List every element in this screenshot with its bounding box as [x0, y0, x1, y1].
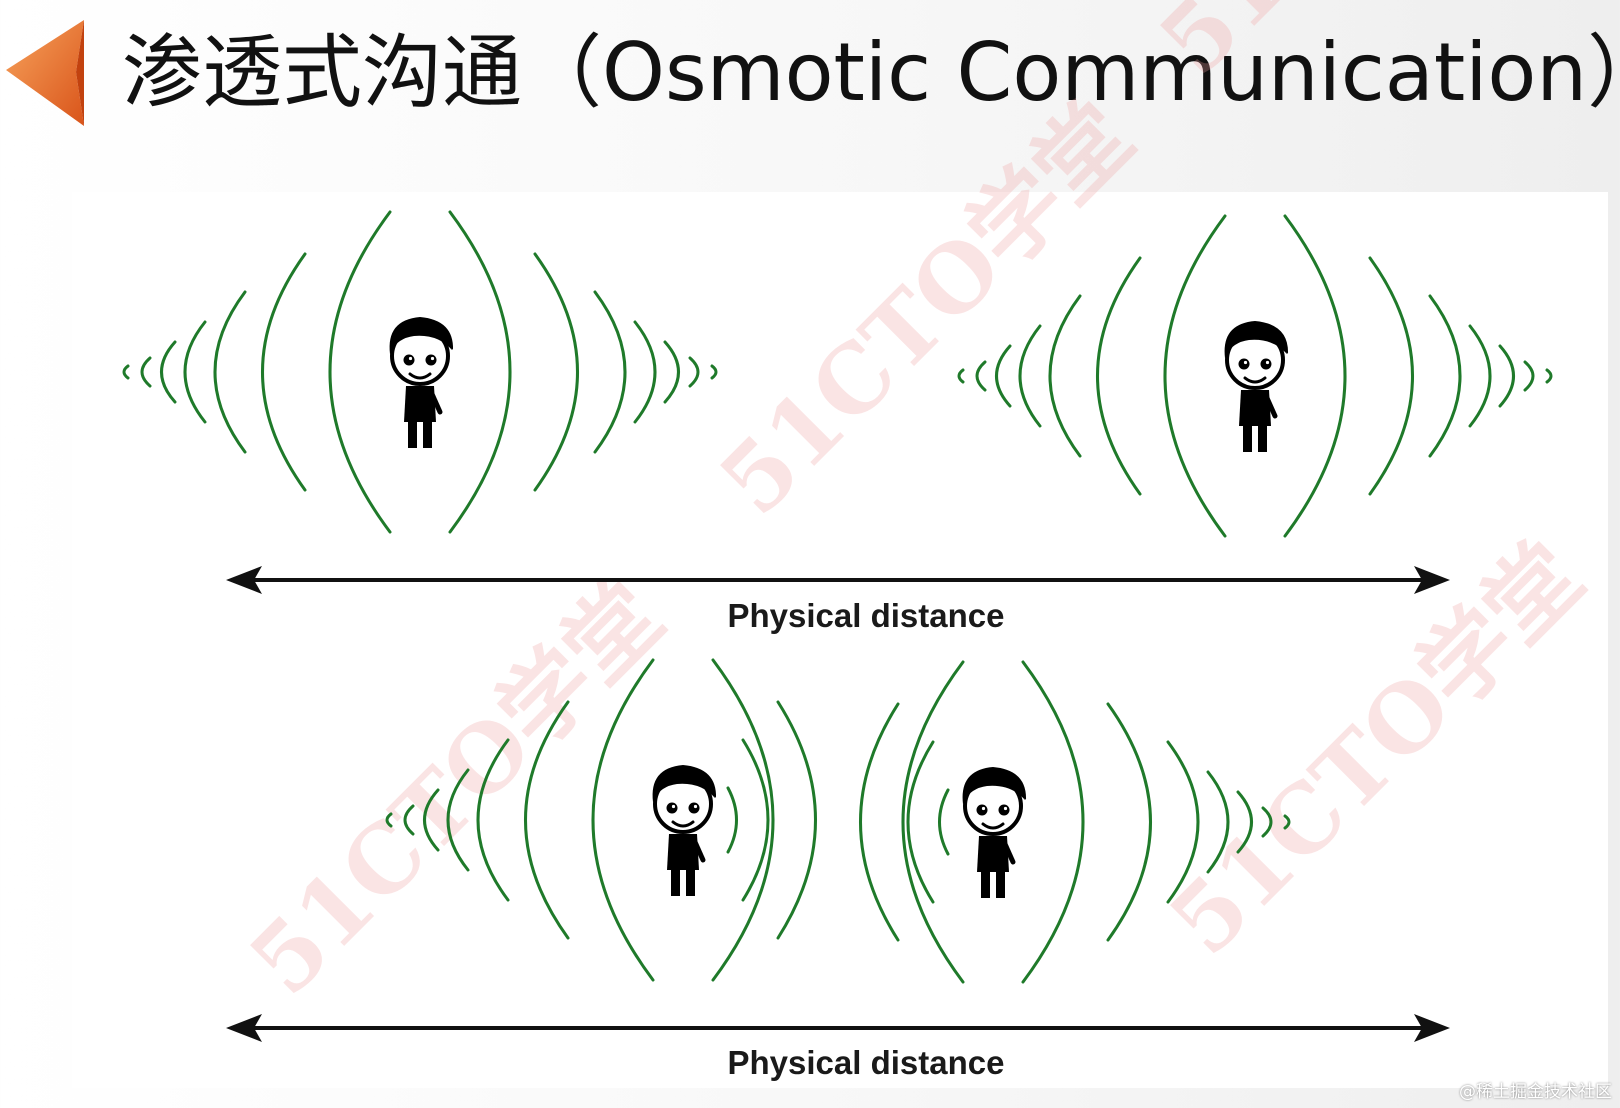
- top-person-left-group: [122, 210, 718, 534]
- svg-text:51CTO学堂: 51CTO学堂: [1139, 0, 1593, 96]
- bottom-distance-arrow: [226, 1014, 1450, 1042]
- bottom-person-left-group: [385, 658, 817, 982]
- top-person-right-group: [957, 214, 1553, 538]
- bottom-person-right-group: [859, 660, 1291, 984]
- person-icon: [963, 767, 1026, 898]
- watermark-1: 51CTO学堂: [699, 82, 1153, 536]
- watermark-3: 51CTO学堂: [1149, 522, 1603, 976]
- slide-header: 渗透式沟通（Osmotic Communication）: [0, 0, 1620, 140]
- source-credit: @稀土掘金技术社区: [1459, 1082, 1612, 1102]
- slide-title: 渗透式沟通（Osmotic Communication）: [122, 26, 1620, 119]
- person-icon: [653, 765, 716, 896]
- svg-text:51CTO学堂: 51CTO学堂: [1149, 522, 1603, 976]
- person-icon: [1225, 321, 1288, 452]
- person-icon: [390, 317, 453, 448]
- svg-text:51CTO学堂: 51CTO学堂: [699, 82, 1153, 536]
- top-distance-label: Physical distance: [728, 597, 1005, 634]
- orange-arrow-icon: [6, 20, 84, 126]
- watermark-4: 51CTO学堂: [1139, 0, 1593, 96]
- diagram-panel: [72, 192, 1608, 1088]
- top-distance-arrow: [226, 566, 1450, 594]
- bottom-distance-label: Physical distance: [728, 1044, 1005, 1081]
